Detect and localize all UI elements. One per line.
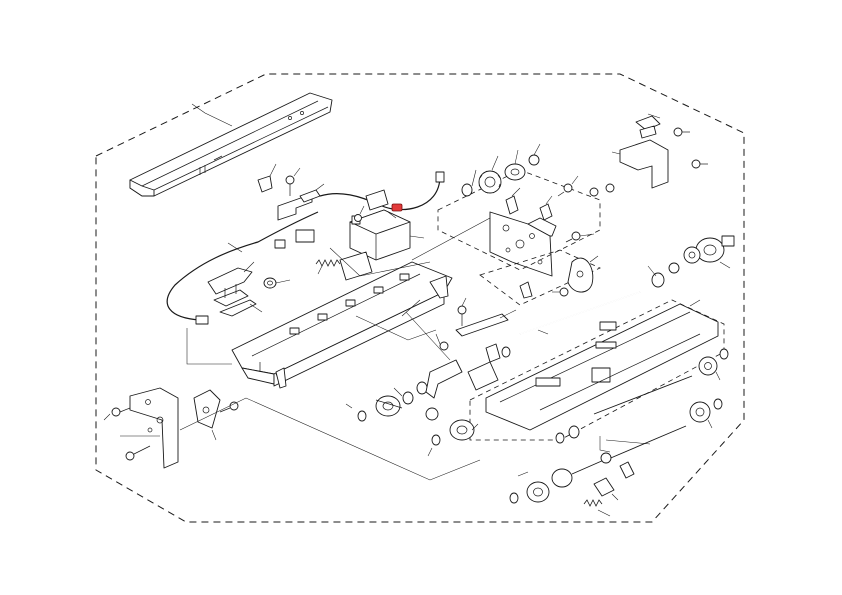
spring <box>583 499 603 507</box>
bracket-clip <box>519 281 533 299</box>
base-frame <box>231 261 453 389</box>
e-ring <box>509 492 519 504</box>
sub-boundary <box>479 249 601 306</box>
feed-tray-assembly <box>485 303 719 431</box>
screw-icon <box>125 445 151 461</box>
screw-icon <box>111 407 131 417</box>
e-ring <box>501 346 511 358</box>
feed-roller <box>449 419 475 441</box>
drive-shaft <box>519 291 641 335</box>
bracket-clip <box>505 195 553 221</box>
screw-icon <box>457 305 467 326</box>
washer <box>589 187 599 197</box>
bushing <box>402 381 428 405</box>
top-cover-plate <box>129 92 333 197</box>
motor-assembly <box>695 235 735 263</box>
gear-icon <box>698 356 718 376</box>
screw-icon <box>557 183 573 197</box>
front-bracket <box>257 175 321 221</box>
gear-icon <box>425 407 439 421</box>
e-ring <box>528 154 540 166</box>
assembly-boundary <box>95 73 745 523</box>
cam-lever <box>567 257 594 293</box>
drive-shaft <box>593 375 693 461</box>
gear-icon <box>683 246 701 264</box>
screw-icon <box>354 214 362 222</box>
bracket-clip <box>593 461 635 497</box>
e-ring <box>668 262 680 274</box>
e-ring <box>605 183 615 193</box>
e-ring <box>713 398 723 410</box>
sensor-connector-red <box>391 203 403 212</box>
screw-icon <box>439 341 449 351</box>
bushing <box>651 272 665 288</box>
pickup-roller <box>375 395 403 417</box>
separation-roller <box>526 481 550 503</box>
spring <box>315 259 341 267</box>
screw-icon <box>691 159 708 169</box>
screw-icon <box>673 127 690 137</box>
screw-icon <box>559 287 569 297</box>
gear-icon <box>689 401 711 423</box>
e-ring <box>431 434 441 446</box>
gear-bracket-assembly <box>489 211 557 277</box>
mounting-bracket-right <box>619 115 669 189</box>
e-ring <box>357 410 367 422</box>
link-bracket <box>425 313 509 399</box>
screw-icon <box>285 175 295 196</box>
screw-icon <box>219 401 239 413</box>
e-ring <box>719 348 729 360</box>
roller <box>504 163 526 181</box>
lever-bracket <box>193 389 221 429</box>
e-ring <box>555 425 580 444</box>
solenoid-assembly <box>339 189 411 281</box>
bushing <box>461 183 473 197</box>
screw-icon <box>565 231 581 243</box>
connector-bracket <box>207 267 257 317</box>
side-plate-left <box>129 387 179 469</box>
grommet <box>263 277 277 289</box>
gear-icon <box>600 452 612 464</box>
feed-roller <box>551 459 605 488</box>
gear-icon <box>478 170 502 194</box>
